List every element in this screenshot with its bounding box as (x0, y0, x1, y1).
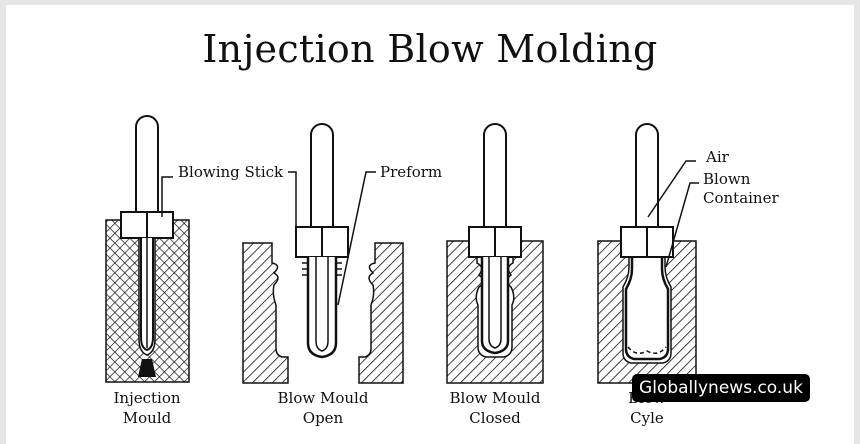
injection-blow-molding-diagram: Blowing Stick Preform Air Blown Containe… (105, 115, 779, 427)
caption-blow-mould-closed-line2: Closed (469, 409, 521, 427)
caption-injection-mould-line1: Injection (113, 389, 180, 407)
watermark-badge: Globallynews.co.uk (632, 374, 810, 402)
air-label: Air (705, 148, 730, 166)
blowing-stick-2 (310, 123, 334, 228)
stage-blow-mould-closed (446, 123, 544, 384)
air-leader (647, 160, 696, 218)
blown-container-leader (665, 182, 699, 268)
caption-injection-mould-line2: Mould (123, 409, 172, 427)
blowing-stick-4 (635, 123, 659, 228)
leader-lines (161, 160, 699, 306)
stage-injection-mould (105, 115, 190, 383)
container-base-dashed (627, 346, 667, 354)
caption-blow-mould-open-line1: Blow Mould (278, 389, 369, 407)
blowing-stick-leader-left (161, 176, 173, 217)
caption-blow-mould-closed-line1: Blow Mould (450, 389, 541, 407)
blowing-stick-leader-right (288, 171, 297, 227)
preform-2 (306, 257, 338, 359)
stage-blow-mould-open (242, 123, 404, 384)
blowing-stick-label: Blowing Stick (178, 163, 284, 181)
caption-blow-mould-open-line2: Open (303, 409, 344, 427)
stage-blow-cycle (597, 123, 697, 384)
sprue-gate (138, 359, 156, 377)
blow-mould-left-half (242, 242, 289, 384)
blown-container-label-line1: Blown (703, 170, 751, 188)
preform-leader (337, 171, 376, 306)
diagram-title: Injection Blow Molding (202, 27, 658, 71)
blowing-stick-1 (135, 115, 159, 213)
blown-container (624, 257, 670, 361)
blown-container-label-line2: Container (703, 189, 779, 207)
blow-mould-right-half (358, 242, 404, 384)
preform-3 (480, 257, 510, 355)
blowing-stick-3 (483, 123, 507, 228)
preform-label: Preform (380, 163, 442, 181)
diagram-canvas: Injection Blow Molding (6, 5, 854, 444)
caption-blow-cycle-line2: Cyle (630, 409, 664, 427)
